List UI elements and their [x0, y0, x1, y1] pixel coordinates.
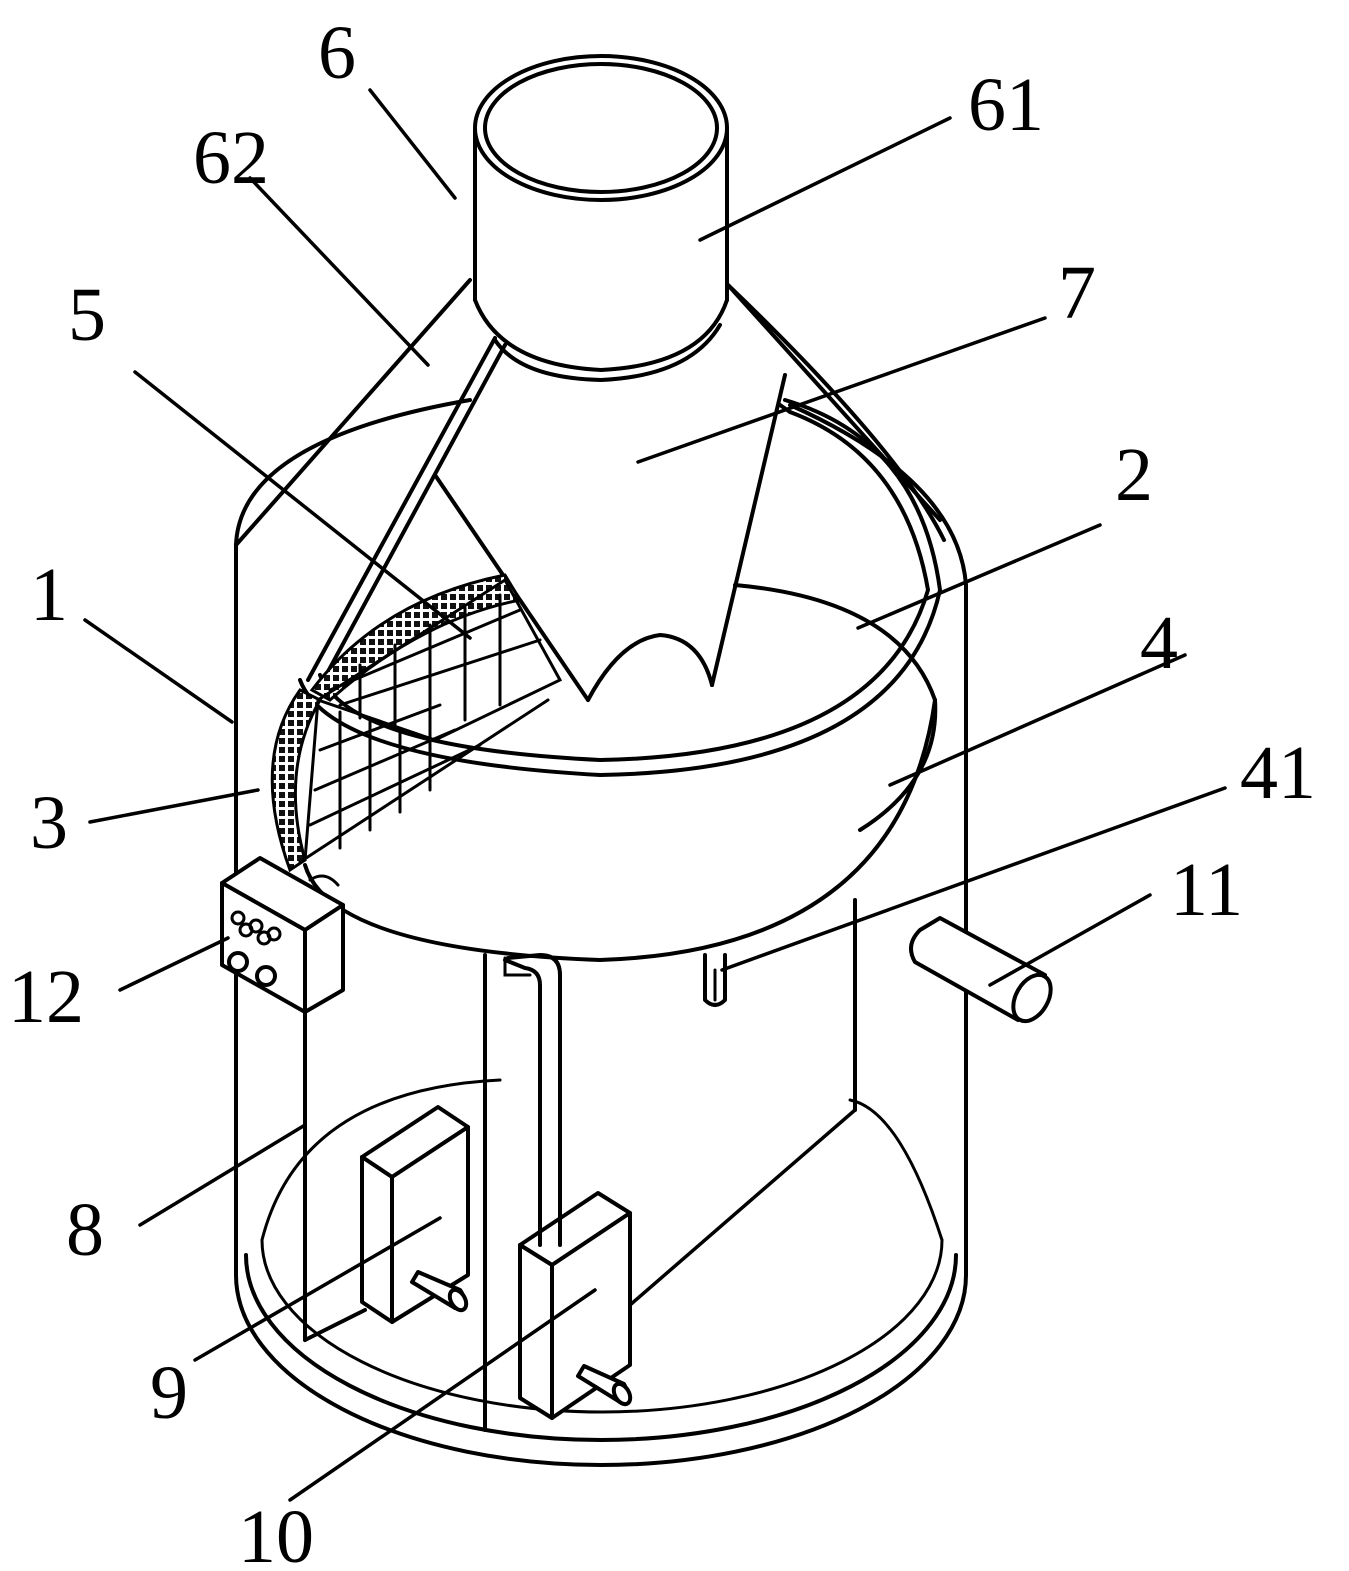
- label-1: 1: [30, 553, 68, 637]
- label-9: 9: [150, 1351, 188, 1435]
- top-rim: [234, 398, 968, 587]
- label-62: 62: [193, 116, 269, 200]
- label-8: 8: [66, 1188, 104, 1272]
- inner-tank: [303, 898, 857, 1432]
- label-7: 7: [1058, 251, 1096, 335]
- label-41: 41: [1240, 731, 1316, 815]
- grid-mesh: [270, 593, 550, 873]
- label-11: 11: [1170, 848, 1243, 932]
- hood-cone: [234, 278, 946, 547]
- pump-9: [360, 1105, 470, 1324]
- control-box: [220, 856, 345, 1014]
- pump-10: [518, 1191, 633, 1420]
- label-4: 4: [1140, 601, 1178, 685]
- labels: 1 2 3 4 41 5 6 61 62 7 8 9 10 11 12: [8, 11, 1316, 1571]
- label-12: 12: [8, 955, 84, 1039]
- label-61: 61: [968, 63, 1044, 147]
- leader-lines: [83, 88, 1227, 1502]
- outer-cylinder: [234, 543, 968, 1467]
- label-6: 6: [318, 11, 356, 95]
- top-tube: [473, 54, 729, 382]
- label-3: 3: [30, 781, 68, 865]
- label-2: 2: [1115, 433, 1153, 517]
- label-5: 5: [68, 273, 106, 357]
- label-10: 10: [238, 1495, 314, 1571]
- inner-funnel: [306, 336, 787, 702]
- outlet-pipe: [909, 916, 1053, 1024]
- drain-pipe: [703, 953, 727, 1007]
- riser-pipe: [503, 953, 562, 1247]
